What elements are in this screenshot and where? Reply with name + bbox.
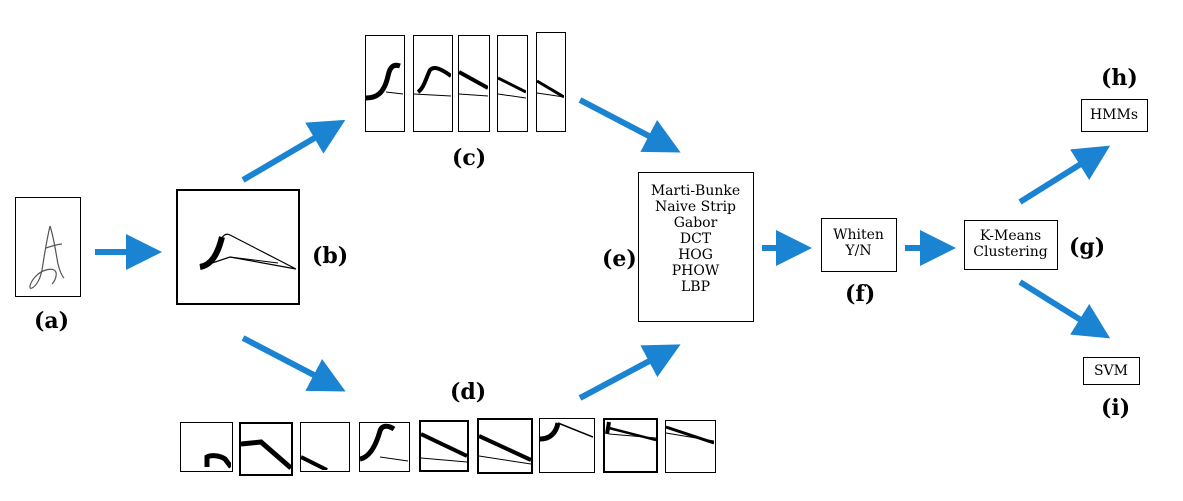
- kmeans-text: K-Means Clustering: [965, 228, 1056, 260]
- patch-window: [539, 418, 595, 473]
- whiten-box: Whiten Y/N: [821, 218, 897, 272]
- signature-image-box: [15, 197, 81, 297]
- feature-item: HOG: [678, 247, 713, 263]
- strip-window: [497, 35, 528, 132]
- arrow-d-to-e: [578, 344, 681, 401]
- patch-window: [477, 418, 533, 474]
- preprocessed-stroke-graphic: [199, 233, 297, 270]
- feature-item: DCT: [679, 231, 712, 247]
- feature-extraction-box: Marti-Bunke Naive Strip Gabor DCT HOG PH…: [638, 172, 754, 322]
- whiten-line-2: Y/N: [845, 243, 872, 259]
- svm-box: SVM: [1083, 357, 1140, 385]
- label-d: (d): [450, 379, 487, 405]
- arrow-g-to-h: [1018, 145, 1111, 205]
- patch-window: [603, 418, 658, 473]
- feature-list: Marti-Bunke Naive Strip Gabor DCT HOG PH…: [639, 183, 752, 295]
- label-b: (b): [312, 243, 349, 269]
- label-h: (h): [1101, 65, 1138, 91]
- arrow-b-to-d: [241, 335, 346, 392]
- label-i: (i): [1101, 395, 1131, 421]
- arrow-c-to-e: [578, 97, 681, 153]
- kmeans-line-1: K-Means: [979, 228, 1042, 244]
- kmeans-box: K-Means Clustering: [964, 220, 1058, 270]
- arrow-g-to-i: [1018, 279, 1111, 339]
- kmeans-line-2: Clustering: [973, 244, 1048, 260]
- patch-window: [665, 420, 716, 473]
- feature-item: LBP: [680, 279, 710, 295]
- label-f: (f): [845, 281, 876, 307]
- patch-window: [359, 422, 410, 472]
- label-g: (g): [1069, 234, 1106, 260]
- preprocessed-image-box: [176, 189, 300, 305]
- label-a: (a): [34, 308, 70, 334]
- strip-window: [413, 35, 453, 132]
- hmm-text: HMMs: [1089, 107, 1139, 123]
- whiten-line-1: Whiten: [833, 227, 884, 243]
- arrow-b-to-c: [241, 119, 346, 183]
- label-c: (c): [452, 145, 487, 171]
- patch-window: [419, 420, 469, 472]
- handwritten-signature-graphic: [29, 225, 65, 289]
- patch-window: [239, 422, 293, 476]
- feature-item: Marti-Bunke: [650, 183, 741, 199]
- patch-window: [300, 422, 350, 472]
- strip-window: [458, 35, 490, 132]
- label-e: (e): [602, 246, 637, 272]
- whiten-text: Whiten Y/N: [822, 227, 895, 259]
- strip-window: [536, 32, 566, 132]
- feature-item: PHOW: [671, 263, 720, 279]
- feature-item: Gabor: [673, 215, 718, 231]
- feature-item: Naive Strip: [654, 199, 737, 215]
- svm-text: SVM: [1093, 363, 1129, 379]
- patch-window: [180, 422, 233, 472]
- strip-window: [365, 35, 405, 132]
- hmm-box: HMMs: [1081, 99, 1148, 132]
